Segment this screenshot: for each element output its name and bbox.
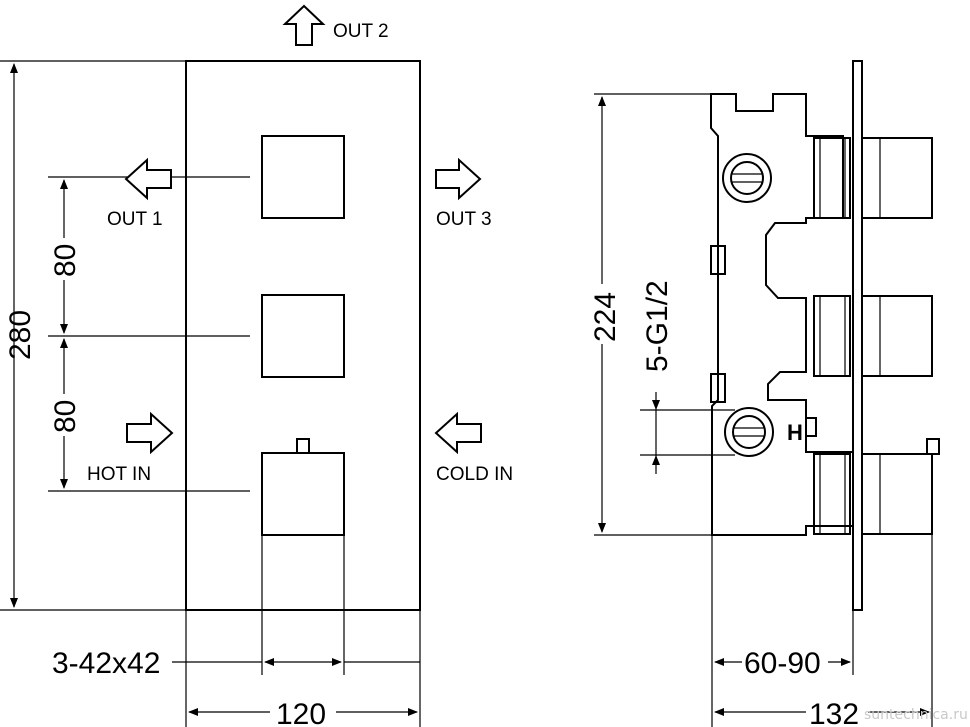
valve-body (710, 93, 854, 536)
arrow-left-icon (434, 411, 482, 455)
label-hot-in: HOT IN (87, 464, 151, 485)
wall-plate (852, 60, 863, 611)
dim-knobs: 3-42x42 (52, 647, 160, 680)
watermark: suntechnica.ru (864, 707, 968, 723)
cartridge-top (813, 137, 933, 219)
knob-middle (261, 294, 345, 378)
dim-60-90: 60-90 (744, 647, 821, 680)
label-out2: OUT 2 (333, 21, 389, 42)
arrow-right-icon (435, 157, 482, 201)
side-nub (710, 245, 726, 275)
front-view: OUT 2 OUT 1 OUT 3 HOT IN COLD IN 280 80 … (0, 4, 513, 727)
dim-132: 132 (809, 698, 859, 727)
port-top-icon (722, 153, 772, 203)
knob-bottom (261, 452, 345, 536)
label-out3: OUT 3 (436, 209, 492, 230)
arrow-up-icon (282, 4, 326, 46)
hot-marker: H (787, 420, 803, 445)
dim-224: 224 (589, 292, 622, 342)
arrow-left-icon (124, 157, 172, 201)
side-nub (805, 417, 817, 437)
side-view: H 224 5-G1/2 60-90 132 (586, 60, 940, 727)
cartridge-bottom (813, 438, 940, 535)
knob-top (261, 135, 345, 219)
label-cold-in: COLD IN (436, 464, 513, 485)
dim-80-top: 80 (49, 244, 82, 277)
dim-80-bottom: 80 (49, 400, 82, 433)
dim-thread: 5-G1/2 (641, 280, 674, 372)
label-out1: OUT 1 (107, 209, 163, 230)
side-nub (710, 373, 726, 403)
port-bottom-icon (724, 407, 774, 457)
cartridge-middle (813, 295, 933, 377)
dim-280: 280 (4, 310, 37, 360)
dim-120: 120 (276, 698, 326, 727)
arrow-right-icon (126, 411, 174, 455)
knob-indicator (296, 438, 310, 454)
